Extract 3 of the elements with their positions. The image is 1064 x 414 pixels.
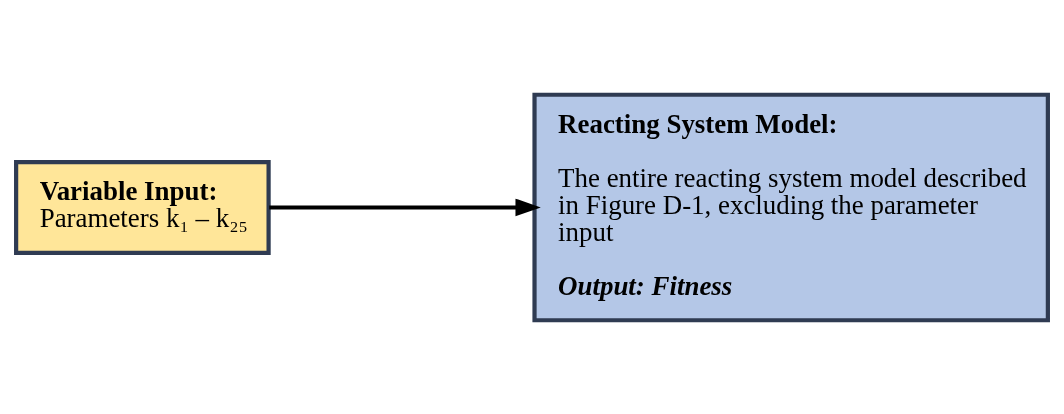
node-box: Variable Input: Parameters k₁ – k₂₅ <box>14 159 271 255</box>
node-box: Reacting System Model: The entire reacting system model described in Figure D-1, excluding the parameter input Output: Fitness <box>532 92 1050 322</box>
arrow <box>269 198 541 216</box>
